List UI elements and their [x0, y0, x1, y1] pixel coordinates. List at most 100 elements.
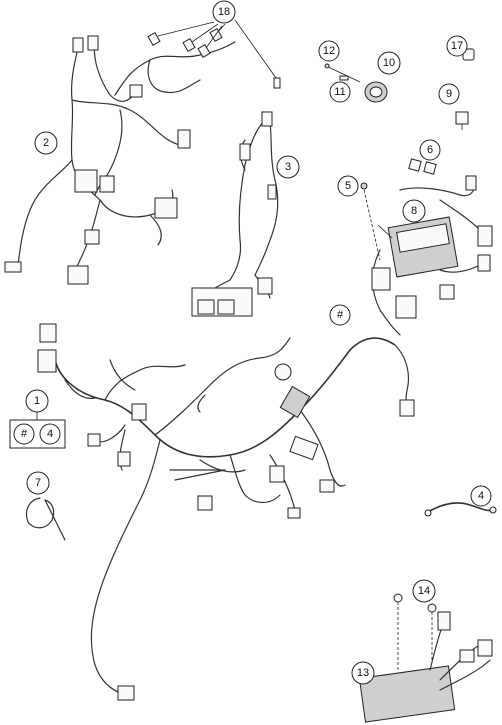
fuse-box-8: [371, 175, 493, 336]
callout-9: 9: [438, 83, 460, 105]
connector-3c: [267, 184, 277, 200]
callout-13-label: 13: [357, 667, 369, 679]
connector-2a: [72, 37, 84, 53]
callout-12-label: 12: [323, 45, 335, 57]
sensor-18d: [209, 27, 223, 43]
connector-2h: [67, 265, 89, 285]
connector-main-i: [289, 435, 319, 461]
connector-2c: [129, 84, 143, 98]
connector-main-g: [269, 465, 285, 483]
callout-11-label: 11: [334, 86, 345, 98]
fuse-6b: [423, 161, 437, 175]
main-harness: [37, 323, 415, 701]
callout-2-label: 2: [43, 137, 49, 149]
callout-3-label: 3: [285, 161, 291, 173]
sub-harness-3: [191, 111, 279, 317]
connector-main-b: [39, 323, 57, 343]
connector-3f: [257, 277, 273, 295]
callout-6: 6: [419, 139, 441, 161]
connector-main-c: [87, 433, 101, 447]
callout-17: 17: [446, 35, 468, 57]
callout-18-label: 18: [218, 6, 230, 18]
callout-11: 11: [329, 81, 351, 103]
connector-main-f: [197, 495, 213, 511]
callout-5: 5: [337, 175, 359, 197]
callout-9-label: 9: [446, 88, 452, 100]
connector-main-j: [319, 479, 335, 493]
connector-2g: [84, 229, 100, 245]
connector-8a: [465, 175, 477, 191]
parts-17-9: [455, 48, 475, 130]
screw-5: [360, 182, 368, 190]
connector-2e: [99, 175, 115, 193]
connector-3b: [239, 143, 251, 161]
regulator-connector-a: [437, 611, 451, 631]
connector-main-l: [399, 399, 415, 417]
bolt-14b: [427, 603, 437, 613]
connector-2f: [154, 197, 178, 219]
sensor-18a: [147, 31, 161, 47]
regulator-body: [358, 665, 456, 723]
callout-5-label: 5: [345, 180, 351, 192]
callout-1-four-label: 4: [47, 428, 53, 440]
connector-2b: [87, 35, 99, 51]
callout-1-four: 4: [39, 423, 61, 445]
bolt-14a: [393, 593, 403, 603]
sensors-18: [147, 19, 281, 89]
connector-main-m: [274, 363, 292, 381]
regulator-13: [358, 593, 493, 723]
connector-main-k: [279, 385, 311, 419]
sub-harness-2: [4, 35, 236, 285]
sensor-18b: [182, 37, 196, 53]
callout-8: 8: [402, 199, 426, 223]
callout-4: 4: [470, 485, 492, 507]
grommet-parts: [324, 63, 388, 103]
connector-main-n: [117, 685, 135, 701]
sensor-18e: [273, 77, 281, 89]
callout-1-hash-label: #: [21, 428, 28, 440]
callout-7: 7: [26, 471, 50, 495]
connector-8b: [477, 225, 493, 247]
ground-cable-4: [424, 502, 497, 517]
callout-3: 3: [276, 155, 300, 179]
connector-8c: [477, 254, 491, 272]
small-parts-6-5: [360, 158, 437, 261]
bolt-11: [339, 75, 349, 81]
grommet-10-inner: [369, 86, 383, 98]
callout-1-hash: #: [13, 423, 35, 445]
callout-hash-main-label: #: [337, 309, 344, 321]
callout-6-label: 6: [427, 144, 433, 156]
connector-2d: [177, 129, 191, 149]
callout-10: 10: [377, 51, 401, 75]
fuse-box-lid: [396, 223, 450, 253]
connector-main-e: [131, 403, 147, 421]
connector-8f: [439, 284, 455, 300]
connector-8d: [371, 267, 391, 291]
connector-3e: [217, 299, 235, 315]
callout-hash-main: #: [329, 304, 351, 326]
washer-12: [324, 63, 330, 69]
connector-8e: [395, 295, 417, 319]
ground-eye-right: [489, 506, 497, 514]
callout-18: 18: [212, 0, 236, 24]
relay-9: [455, 111, 469, 125]
regulator-connector-c: [459, 649, 475, 663]
connector-main-h: [287, 507, 301, 519]
callout-1-label: 1: [34, 395, 40, 407]
sensor-18c: [197, 43, 211, 59]
leader-lines: [36, 224, 393, 420]
connector-main-d: [117, 451, 131, 467]
connector-3d: [197, 299, 215, 315]
callout-17-label: 17: [451, 40, 463, 52]
regulator-connector-b: [477, 639, 493, 657]
callout-1: 1: [25, 389, 49, 413]
ground-eye-left: [424, 509, 432, 517]
callout-12: 12: [318, 40, 340, 62]
plug-2: [4, 261, 22, 273]
cable-tie-7: [25, 497, 66, 541]
callout-7-label: 7: [35, 477, 41, 489]
connector-3a: [261, 111, 273, 127]
callout-13: 13: [351, 661, 375, 685]
relay-2: [74, 169, 98, 193]
